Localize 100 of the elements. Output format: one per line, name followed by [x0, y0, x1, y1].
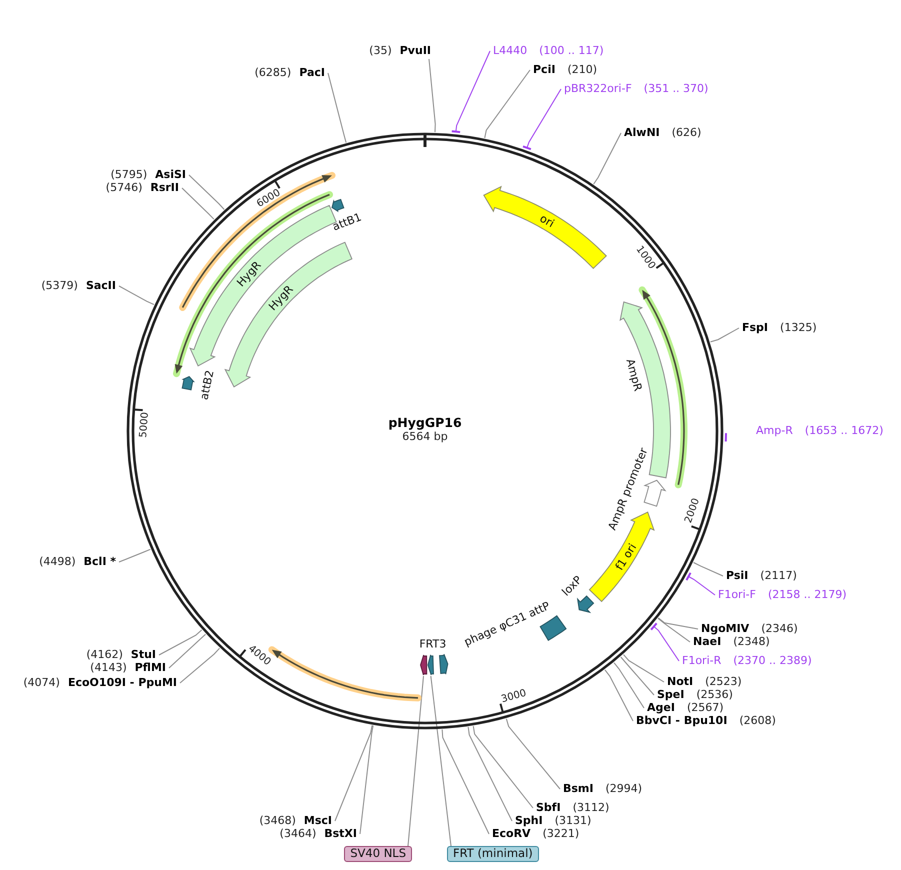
plasmid-name: pHygGP16 — [388, 415, 462, 430]
enzyme-name: SphI — [515, 812, 543, 829]
feature-callout: SV40 NLS — [344, 846, 412, 862]
leader-line — [158, 629, 202, 656]
feature-label: f1 ori — [614, 542, 638, 572]
leader-line — [168, 634, 206, 668]
sequence-length: 6564 bp — [402, 430, 448, 444]
cut-position: (2348) — [733, 634, 770, 650]
enzyme-name: AgeI — [647, 700, 675, 716]
tick-label: 6000 — [255, 188, 282, 210]
leader-line — [693, 562, 724, 576]
primer-range: (100 .. 117) — [539, 42, 604, 59]
cut-position: (6285) — [254, 64, 292, 81]
leader-line — [710, 328, 740, 342]
cut-position: (4162) — [86, 646, 123, 662]
enzyme-name: EcoRV — [492, 826, 531, 842]
cut-position: (3131) — [554, 812, 592, 828]
primer-range: (351 .. 370) — [644, 80, 708, 97]
leader-line — [484, 70, 530, 138]
leader-line — [620, 656, 654, 696]
leader-line — [658, 617, 698, 630]
leader-line — [118, 286, 154, 306]
cut-position: (3112) — [572, 800, 610, 816]
leader-line — [188, 174, 225, 210]
enzyme-name: SpeI — [657, 686, 684, 703]
cut-position: (4498) — [39, 554, 76, 570]
cut-position: (3221) — [542, 826, 580, 842]
leader-line — [688, 576, 716, 596]
primer-name: F1ori-R — [682, 652, 722, 669]
enzyme-name: BbvCI - Bpu10I — [636, 714, 728, 729]
cut-position: (3464) — [280, 826, 316, 842]
cut-position: (626) — [672, 124, 702, 141]
cut-position: (2536) — [696, 686, 733, 702]
cut-position: (3468) — [259, 812, 296, 828]
primer-name: L4440 — [493, 42, 528, 59]
cut-position: (2117) — [760, 568, 797, 584]
leader-line — [623, 654, 664, 682]
feature-label: FRT3 — [419, 638, 446, 650]
tick-label: 5000 — [139, 412, 151, 438]
cut-position: (2523) — [705, 674, 742, 690]
primer-name: Amp-R — [756, 422, 793, 439]
leader-line — [118, 548, 151, 562]
leader-line — [472, 726, 534, 808]
primer-name: F1ori-F — [718, 586, 756, 603]
cut-position: (5746) — [106, 180, 142, 196]
enzyme-name: SacII — [86, 278, 116, 294]
enzyme-name: PsiI — [726, 568, 748, 584]
enzyme-name: EcoO109I - PpuMI — [68, 674, 177, 691]
cut-position: (35) — [369, 42, 392, 59]
leader-line — [180, 648, 220, 684]
leader-line — [328, 72, 347, 144]
feature-label: AmpR — [624, 358, 644, 392]
leader-line — [455, 50, 490, 132]
leader-line — [182, 188, 214, 220]
enzyme-name: MscI — [304, 812, 332, 828]
enzyme-name: PvuII — [400, 42, 431, 59]
tick-label: 3000 — [500, 688, 528, 705]
feature-label: attB1 — [330, 212, 363, 233]
leader-line — [658, 618, 690, 642]
leader-line — [408, 676, 424, 846]
tick-label: 2000 — [684, 498, 702, 526]
cut-position: (5379) — [41, 278, 78, 294]
leader-line — [604, 669, 634, 722]
feature-callout: FRT (minimal) — [447, 846, 539, 862]
cut-position: (4143) — [90, 660, 127, 676]
enzyme-name: BstXI — [324, 826, 357, 842]
enzyme-name: NotI — [667, 674, 694, 690]
enzyme-name: NgoMIV — [701, 620, 750, 636]
feature-label: ori — [538, 212, 556, 229]
cut-position: (2608) — [739, 712, 776, 729]
leader-line — [468, 726, 512, 822]
cut-position: (210) — [567, 62, 598, 78]
enzyme-name: PflMI — [134, 660, 166, 676]
enzyme-name: BsmI — [563, 780, 594, 797]
primer-name: pBR322ori-F — [564, 80, 632, 97]
enzyme-name: NaeI — [693, 634, 722, 650]
feature-label: attB2 — [198, 368, 216, 400]
cut-position: (1325) — [780, 320, 817, 336]
primer-range: (2158 .. 2179) — [768, 586, 846, 603]
enzyme-name: FspI — [742, 320, 768, 336]
leader-line — [442, 729, 490, 834]
leader-line — [430, 675, 452, 846]
leader-line — [428, 58, 436, 133]
enzyme-name: BclI * — [84, 554, 116, 570]
cut-position: (2567) — [686, 700, 724, 716]
enzyme-name: PciI — [533, 62, 556, 78]
cut-position: (2346) — [761, 620, 798, 636]
leader-line — [614, 662, 644, 708]
cut-position: (2994) — [606, 780, 642, 797]
leader-line — [526, 88, 562, 148]
leader-line — [360, 725, 374, 834]
primer-range: (1653 .. 1672) — [804, 422, 884, 439]
enzyme-name: AlwNI — [624, 124, 660, 141]
primer-range: (2370 .. 2389) — [733, 652, 812, 669]
enzyme-name: SbfI — [536, 800, 561, 816]
leader-line — [506, 718, 560, 790]
cut-position: (4074) — [23, 674, 60, 691]
cut-position: (5795) — [110, 166, 148, 182]
enzyme-name: PacI — [299, 64, 325, 81]
leader-line — [593, 132, 622, 185]
